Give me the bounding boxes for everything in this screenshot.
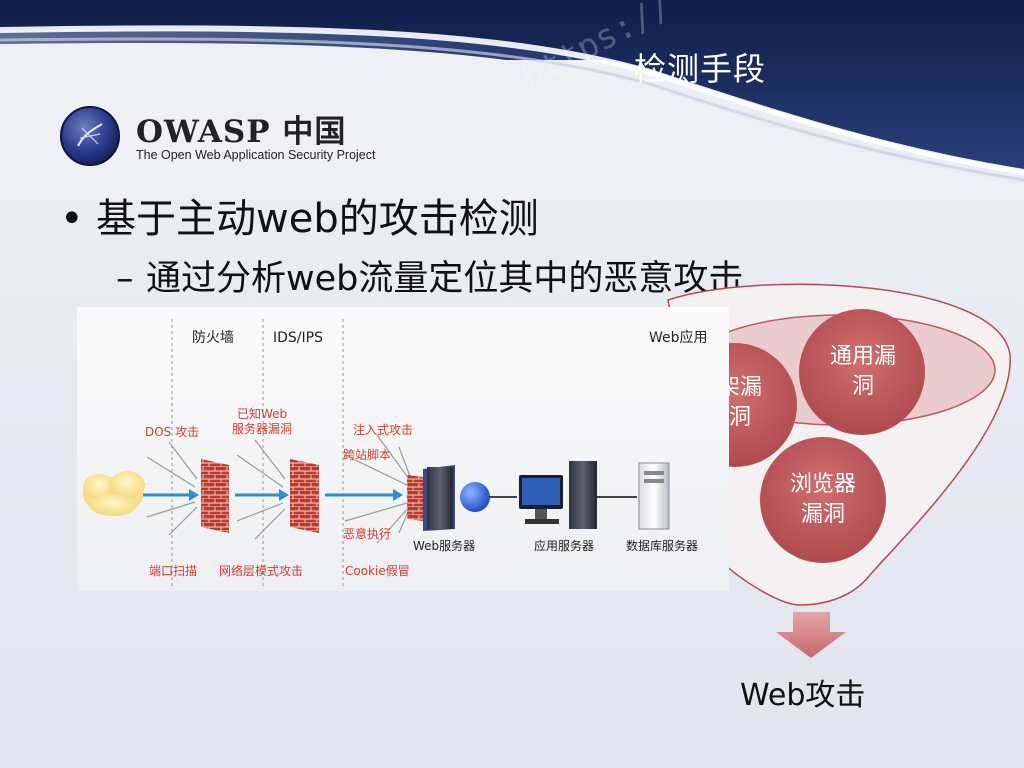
bullet-level1: • 基于主动web的攻击检测	[60, 186, 539, 244]
bubble-common-vuln	[799, 309, 925, 435]
network-diagram: 防火墙 IDS/IPS Web应用	[77, 307, 729, 591]
app-server-icon	[519, 461, 637, 529]
zone-firewall: 防火墙	[192, 330, 234, 346]
label-app-server: 应用服务器	[534, 538, 594, 553]
database-server-icon	[638, 462, 670, 530]
owasp-logo: OWASP 中国 The Open Web Application Securi…	[58, 104, 375, 168]
slide-title: 检测手段	[633, 50, 766, 88]
label-db-server: 数据库服务器	[626, 538, 698, 553]
bullet-level1-text: 基于主动web的攻击检测	[96, 196, 539, 242]
label-cookie-spoof: Cookie假冒	[345, 564, 410, 578]
header-banner: https://	[0, 0, 1024, 200]
dash-marker: –	[116, 259, 134, 299]
firewall-1-icon	[201, 459, 229, 533]
label-known-web: 已知Web	[237, 407, 287, 421]
label-server-vuln: 服务器漏洞	[232, 421, 292, 436]
label-malicious-exec: 恶意执行	[343, 526, 391, 541]
label-xss: 跨站脚本	[343, 447, 391, 462]
firewall-3-icon	[407, 475, 423, 521]
label-port-scan: 端口扫描	[149, 564, 197, 578]
owasp-emblem-icon	[60, 106, 120, 166]
logo-subtitle: The Open Web Application Security Projec…	[136, 148, 376, 162]
web-attack-label: Web攻击	[740, 678, 866, 713]
bubble-browser-vuln	[760, 437, 886, 563]
logo-name: OWASP 中国	[136, 114, 347, 150]
zone-ids-ips: IDS/IPS	[273, 330, 323, 346]
bullet-marker: •	[60, 196, 84, 242]
internet-cloud-icon	[83, 471, 145, 516]
bubble-common-vuln-label: 通用漏 洞	[829, 344, 896, 399]
label-web-server: Web服务器	[413, 538, 475, 553]
label-network-pattern: 网络层模式攻击	[219, 563, 303, 578]
web-server-icon	[423, 465, 517, 531]
bullet-level2-text: 通过分析web流量定位其中的恶意攻击	[146, 259, 744, 299]
down-arrow-icon	[776, 612, 846, 658]
firewall-2-icon	[290, 459, 319, 533]
bubble-browser-vuln-label: 浏览器 漏洞	[789, 472, 856, 527]
label-injection: 注入式攻击	[353, 422, 413, 437]
label-dos-attack: DOS 攻击	[145, 425, 199, 439]
zone-web-app: Web应用	[649, 329, 708, 346]
bullet-level2: –通过分析web流量定位其中的恶意攻击	[116, 250, 743, 301]
